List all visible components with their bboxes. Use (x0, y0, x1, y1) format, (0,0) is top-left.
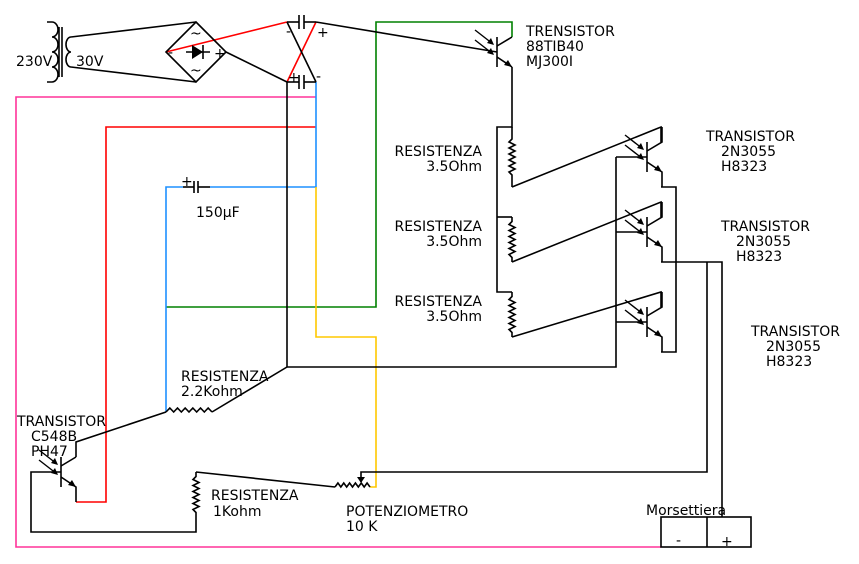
label-line: RESISTENZA (181, 369, 269, 385)
driver-transistor-collector (496, 36, 513, 47)
green-wire (166, 21, 513, 308)
power-transistor-3-emitter (646, 326, 663, 352)
label-line: TRANSISTOR (750, 324, 840, 340)
yellow-wire (315, 187, 377, 488)
label-line: 2N3055 (721, 144, 776, 160)
cap-small-label: 150µF (196, 205, 240, 221)
label-line: 88TIB40 (526, 39, 584, 55)
resistor-1k (191, 472, 201, 517)
power-transistor-3-collector (646, 292, 663, 317)
capacitor-150uf: + 150µF (181, 174, 240, 221)
power-transistor-2-emitter-arrow-icon (654, 240, 662, 247)
small-transistor-emitter (60, 476, 77, 502)
label-line: H8323 (721, 159, 767, 175)
primary-voltage-label: 230V (16, 54, 53, 70)
label-line: RESISTENZA (394, 144, 482, 160)
terminal-block: Morsettiera - + (646, 503, 752, 550)
label-line: TRANSISTOR (16, 414, 106, 430)
cap-bottom-plus: + (288, 70, 300, 86)
label-line: 3.5Ohm (426, 159, 482, 175)
label-line: 2N3055 (736, 234, 791, 250)
emitter-resistor-2 (507, 217, 517, 262)
label-line: TRANSISTOR (705, 129, 795, 145)
label-line: PH47 (31, 444, 68, 460)
power-transistor-3-light-arrowhead-icon (637, 308, 644, 315)
small-transistor-label: TRANSISTOR C548B PH47 (16, 414, 106, 460)
power-transistor-1-emitter-arrow-icon (654, 165, 662, 172)
power-transistor-3-emitter-arrow-icon (654, 330, 662, 337)
cap-bottom-minus: - (316, 69, 321, 85)
terminal-minus: - (676, 533, 681, 549)
power-transistor-label-2: TRANSISTOR 2N3055 H8323 (720, 219, 810, 265)
label-line: 2N3055 (766, 339, 821, 355)
label-line: TRENSISTOR (525, 24, 615, 40)
label-line: C548B (31, 429, 77, 445)
driver-transistor-light-arrowhead-icon (487, 48, 494, 55)
bridge-plus: + (214, 46, 226, 62)
cap-small-plus: + (181, 174, 193, 190)
label-line: 10 K (346, 519, 378, 535)
label-line: 3.5Ohm (426, 234, 482, 250)
small-transistor-light-arrowhead-icon (51, 458, 58, 465)
terminal-label: Morsettiera (646, 503, 726, 519)
label-line: 3.5Ohm (426, 309, 482, 325)
transformer: 230V 30V (16, 21, 104, 83)
label-line: H8323 (766, 354, 812, 370)
label-line: RESISTENZA (394, 219, 482, 235)
potentiometer (334, 481, 371, 489)
pink-wire (15, 96, 661, 548)
cap-top-plus: + (317, 25, 329, 41)
blue-wire (165, 82, 317, 412)
bridge-rectifier: - + ~ ~ (164, 20, 228, 84)
driver-transistor-label: TRENSISTOR 88TIB40 MJ300I (525, 24, 615, 70)
potentiometer-label: POTENZIOMETRO 10 K (346, 504, 468, 535)
power-transistor-label-1: TRANSISTOR 2N3055 H8323 (705, 129, 795, 175)
label-line: H8323 (736, 249, 782, 265)
power-transistor-1-drive-wire (511, 125, 662, 188)
small-transistor-emitter-arrow-icon (68, 480, 76, 487)
label-line: POTENZIOMETRO (346, 504, 468, 520)
power-transistor-1-collector (646, 127, 663, 152)
label-line: TRANSISTOR (720, 219, 810, 235)
small-transistor-collector (60, 456, 77, 467)
driver-transistor-emitter-arrow-icon (504, 60, 512, 67)
power-transistor-2-light-arrowhead-icon (637, 218, 644, 225)
power-transistor-2-drive-wire (511, 200, 662, 263)
emitter-resistor-1 (507, 127, 517, 187)
power-transistor-2-emitter (646, 236, 663, 262)
bridge-minus: - (168, 45, 173, 61)
resistor-2k2 (165, 406, 213, 414)
power-transistor-3-drive-wire (511, 290, 662, 338)
resistor-2k2-label: RESISTENZA 2.2Kohm (181, 369, 269, 400)
emitter-resistor-3 (507, 292, 517, 337)
power-transistor-label-3: TRANSISTOR 2N3055 H8323 (750, 324, 840, 370)
power-transistor-1-light-arrowhead-icon (637, 143, 644, 150)
power-transistor-1-emitter (646, 161, 663, 187)
label-line: MJ300I (526, 54, 573, 70)
terminal-plus: + (721, 534, 733, 550)
label-line: 1Kohm (213, 504, 261, 520)
label-line: RESISTENZA (211, 488, 299, 504)
emitter-resistor-labels: RESISTENZA 3.5Ohm RESISTENZA 3.5Ohm RESI… (394, 144, 482, 325)
power-transistor-2-collector (646, 202, 663, 227)
secondary-voltage-label: 30V (76, 54, 104, 70)
label-line: 2.2Kohm (181, 384, 243, 400)
filter-capacitors: - + + - (286, 15, 329, 89)
bridge-ac-top: ~ (190, 26, 202, 42)
label-line: RESISTENZA (394, 294, 482, 310)
resistor-1k-label: RESISTENZA 1Kohm (211, 488, 299, 520)
bridge-ac-bottom: ~ (190, 63, 202, 79)
driver-transistor-light-arrowhead-icon (487, 38, 494, 45)
cap-top-minus: - (286, 24, 291, 40)
